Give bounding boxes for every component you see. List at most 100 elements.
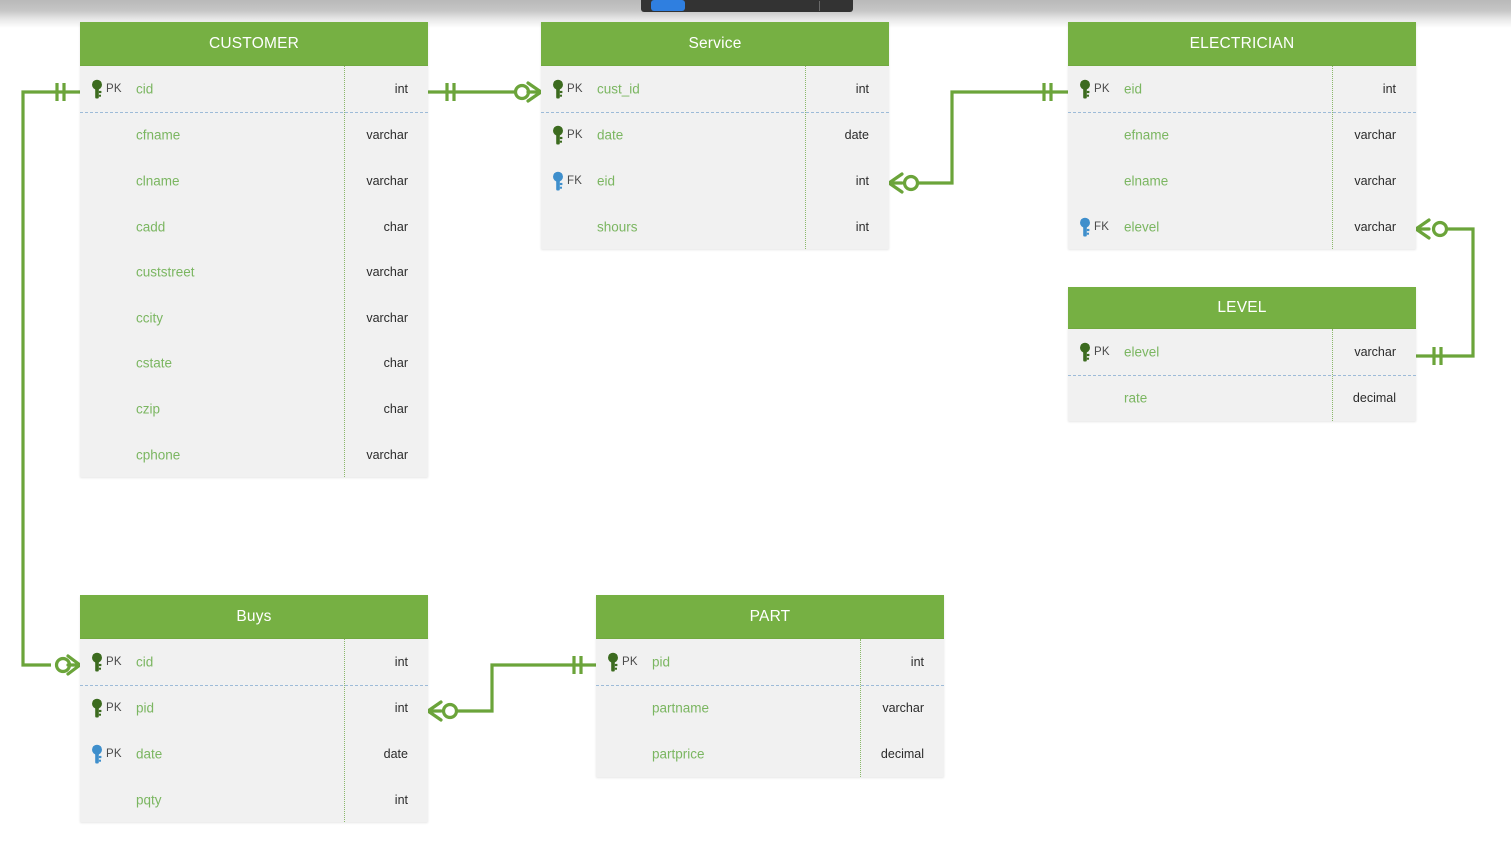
field-name: date <box>136 746 163 762</box>
field-name: custstreet <box>136 264 195 280</box>
field-name: pid <box>136 700 155 716</box>
field-type: varchar <box>1354 173 1396 188</box>
field-type: varchar <box>1354 219 1396 234</box>
primary-key-icon <box>90 79 105 99</box>
column-divider <box>344 66 345 478</box>
entity-title-buys: Buys <box>80 595 428 639</box>
primary-key-icon <box>606 652 621 672</box>
field-type: int <box>1382 81 1396 96</box>
key-label: PK <box>106 655 122 668</box>
field-type: int <box>855 173 869 188</box>
field-name: cid <box>136 654 154 670</box>
field-name: elevel <box>1124 219 1160 235</box>
field-name: cust_id <box>597 81 640 97</box>
field-name: efname <box>1124 127 1170 143</box>
connector-buys-part <box>426 656 596 722</box>
field-type: varchar <box>366 265 408 280</box>
key-label: FK <box>1094 220 1110 233</box>
field-name: cid <box>136 81 154 97</box>
field-name: czip <box>136 401 161 417</box>
field-row[interactable]: FK eid int <box>541 158 889 204</box>
connector-customer-buys <box>21 83 82 676</box>
field-name: elname <box>1124 173 1169 189</box>
field-name: partname <box>652 700 710 716</box>
field-name: eid <box>597 173 616 189</box>
primary-key-icon <box>90 699 105 718</box>
primary-key-icon <box>551 79 566 99</box>
key-label: PK <box>106 702 122 715</box>
field-name: cstate <box>136 355 173 371</box>
field-type: char <box>383 401 408 416</box>
field-type: int <box>394 792 408 807</box>
field-type: int <box>394 701 408 716</box>
field-type: int <box>855 219 869 234</box>
field-name: cadd <box>136 219 166 235</box>
field-row[interactable]: cfname varchar <box>80 113 428 159</box>
app-toolbar-sliver[interactable] <box>641 0 853 12</box>
field-row[interactable]: PK cid int <box>80 66 428 113</box>
field-name: eid <box>1124 81 1143 97</box>
primary-key-icon <box>551 126 566 145</box>
field-row[interactable]: efname varchar <box>1068 113 1416 159</box>
entity-title-service: Service <box>541 22 889 66</box>
field-type: int <box>394 81 408 96</box>
field-name: cphone <box>136 447 181 463</box>
field-type: date <box>844 128 869 143</box>
field-name: pid <box>652 654 671 670</box>
field-type: varchar <box>1354 128 1396 143</box>
field-type: decimal <box>1352 391 1396 406</box>
field-type: varchar <box>366 173 408 188</box>
field-row[interactable]: FK elevel varchar <box>1068 204 1416 250</box>
toolbar-primary-button[interactable] <box>651 0 685 11</box>
field-row[interactable]: elname varchar <box>1068 158 1416 204</box>
field-row[interactable]: czip char <box>80 386 428 432</box>
field-name: partprice <box>652 746 705 762</box>
field-row[interactable]: PK pid int <box>80 686 428 732</box>
key-label: PK <box>567 129 583 142</box>
field-row[interactable]: custstreet varchar <box>80 249 428 295</box>
field-row[interactable]: partprice decimal <box>596 731 944 777</box>
entity-title-electrician: ELECTRICIAN <box>1068 22 1416 66</box>
connector-customer-service <box>428 81 543 103</box>
entity-title-part: PART <box>596 595 944 639</box>
key-label: PK <box>106 82 122 95</box>
field-name: cfname <box>136 127 181 143</box>
field-type: date <box>383 746 408 761</box>
column-divider <box>344 639 345 823</box>
field-type: varchar <box>366 128 408 143</box>
field-type: decimal <box>880 746 924 761</box>
key-label: FK <box>567 174 583 187</box>
foreign-key-icon <box>551 171 566 191</box>
field-name: ccity <box>136 310 163 326</box>
column-divider <box>805 66 806 250</box>
